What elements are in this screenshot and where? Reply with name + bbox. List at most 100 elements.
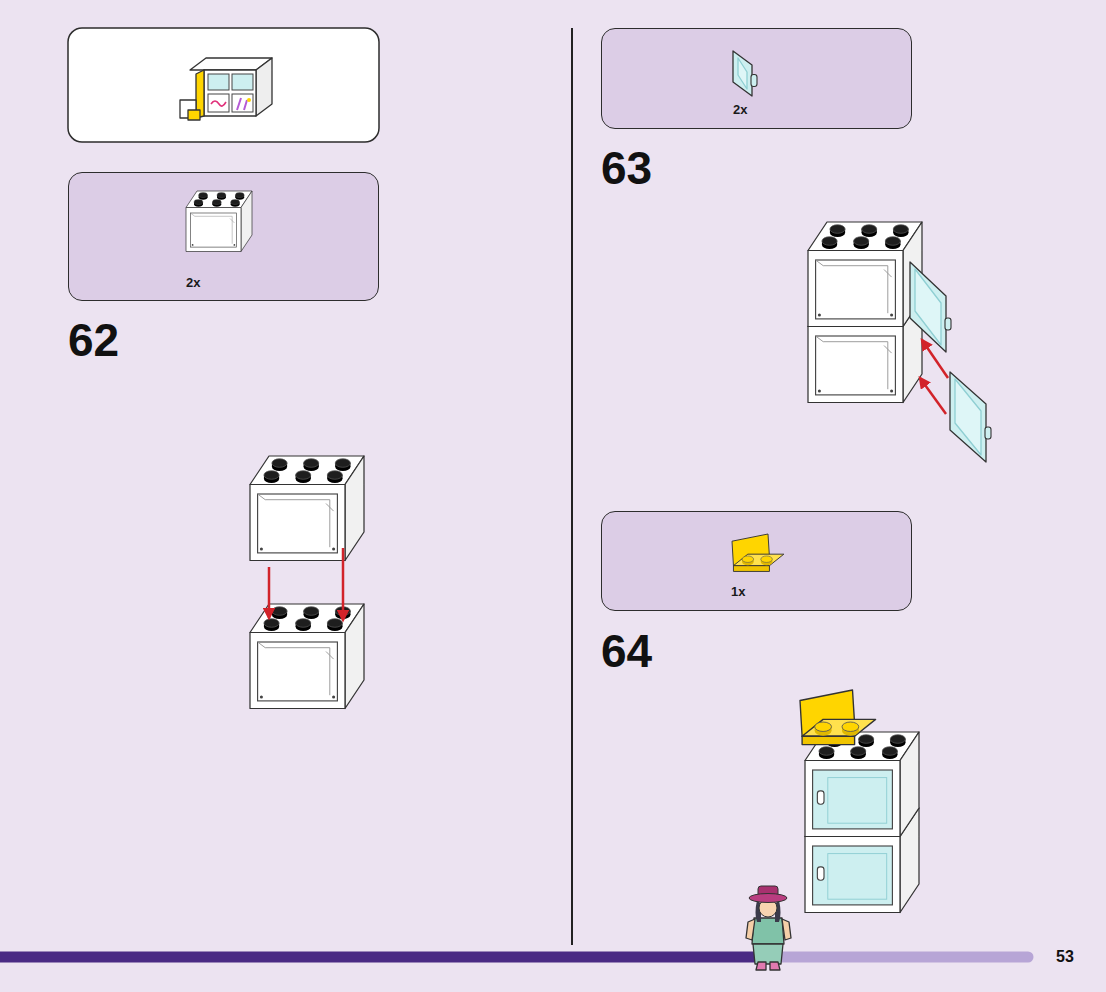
- pin-hole: [818, 314, 821, 317]
- brick-front: [808, 327, 903, 403]
- part-icon: [602, 29, 913, 130]
- cupboard-opening: [258, 642, 338, 701]
- pin-hole: [260, 696, 263, 699]
- stud: [842, 722, 859, 731]
- pin-hole: [890, 390, 893, 393]
- door-clip: [985, 427, 991, 439]
- brick-front: [250, 485, 345, 561]
- brick-top: [250, 456, 364, 485]
- minifig-torso: [752, 918, 784, 944]
- cupboard-brick: [186, 191, 252, 252]
- stud: [327, 619, 342, 628]
- cupboard-inside: [816, 260, 892, 313]
- door-glass: [828, 854, 887, 900]
- stud: [822, 237, 837, 246]
- door-glass: [738, 58, 747, 89]
- cupboard-brick: [250, 604, 364, 709]
- brick-front: [805, 761, 900, 837]
- stud: [862, 225, 877, 234]
- door-panel: [950, 372, 986, 462]
- brick-side: [345, 604, 364, 709]
- preview-sticker-art: [237, 98, 247, 110]
- preview-door: [208, 74, 229, 90]
- stud: [264, 619, 279, 628]
- preview-front: [204, 70, 256, 116]
- progress-bar-rest: [775, 952, 1028, 963]
- stud: [231, 200, 240, 205]
- stud: [296, 619, 311, 628]
- stud: [272, 459, 287, 468]
- assembly-arrow: [342, 548, 345, 620]
- parts-callout: 2x: [601, 28, 912, 129]
- progress-bar: [0, 952, 775, 963]
- stud: [819, 747, 834, 756]
- door-glass: [915, 269, 941, 345]
- parts-callout: 1x: [601, 511, 912, 611]
- divider: [571, 28, 573, 945]
- door-panel: [733, 51, 752, 96]
- preview-bracket: [188, 110, 200, 120]
- pin-hole: [192, 244, 194, 246]
- part-icon: [602, 512, 913, 612]
- minifig-shoe: [756, 962, 766, 970]
- minifig-hair: [756, 900, 781, 922]
- part-count: 2x: [186, 276, 200, 290]
- stud: [304, 459, 319, 468]
- pin-hole: [332, 696, 335, 699]
- stud: [815, 722, 832, 731]
- bracket-top: [733, 554, 783, 566]
- brick-top: [250, 604, 364, 633]
- cupboard-inside: [258, 494, 334, 547]
- yellow-bracket: [732, 534, 784, 571]
- cupboard-opening: [813, 770, 893, 829]
- door-clip: [945, 318, 951, 330]
- preview-sticker: [232, 94, 253, 112]
- stud: [235, 193, 244, 198]
- cupboard-inside: [816, 336, 892, 389]
- stud: [893, 225, 908, 234]
- minifig-skirt: [753, 944, 783, 964]
- stud: [217, 193, 226, 198]
- yellow-bracket: [800, 690, 876, 745]
- pin-hole: [332, 548, 335, 551]
- preview-door: [232, 74, 253, 90]
- step-number: 64: [601, 628, 652, 674]
- stud: [212, 200, 221, 205]
- cupboard-opening: [813, 846, 893, 905]
- brick-side: [900, 732, 919, 837]
- pin-hole: [260, 548, 263, 551]
- brick-top: [186, 191, 252, 208]
- page-number: 53: [1056, 949, 1074, 965]
- stud: [194, 200, 203, 205]
- cupboard-opening: [190, 213, 236, 247]
- cupboard-inside: [258, 642, 334, 695]
- brick-side: [345, 456, 364, 561]
- cupboard-opening: [816, 260, 896, 319]
- preview-sticker-art: [211, 101, 226, 106]
- parts-callout: 2x: [68, 172, 379, 301]
- submodel-box: [68, 28, 379, 142]
- minifig-arm: [782, 919, 791, 940]
- door-glass: [828, 778, 887, 824]
- cupboard-inside: [190, 213, 234, 244]
- stud: [761, 556, 773, 562]
- step-number: 62: [68, 317, 119, 363]
- stud: [304, 607, 319, 616]
- minifig-shoe: [770, 962, 780, 970]
- preview-sticker-art: [247, 98, 251, 102]
- stud: [199, 193, 208, 198]
- stud: [851, 747, 866, 756]
- door-handle: [817, 791, 824, 804]
- cupboard-brick: [808, 222, 922, 327]
- bracket-edge: [733, 566, 769, 572]
- assembly-arrow: [922, 340, 948, 378]
- preview-sticker: [208, 94, 229, 112]
- stud: [885, 237, 900, 246]
- door-glass: [955, 379, 981, 455]
- door-clip: [751, 75, 757, 87]
- part-count: 2x: [733, 103, 747, 117]
- minifig-arm: [746, 919, 755, 940]
- glass-door: [910, 262, 951, 352]
- door-handle: [817, 867, 824, 880]
- minifigure: [746, 886, 791, 970]
